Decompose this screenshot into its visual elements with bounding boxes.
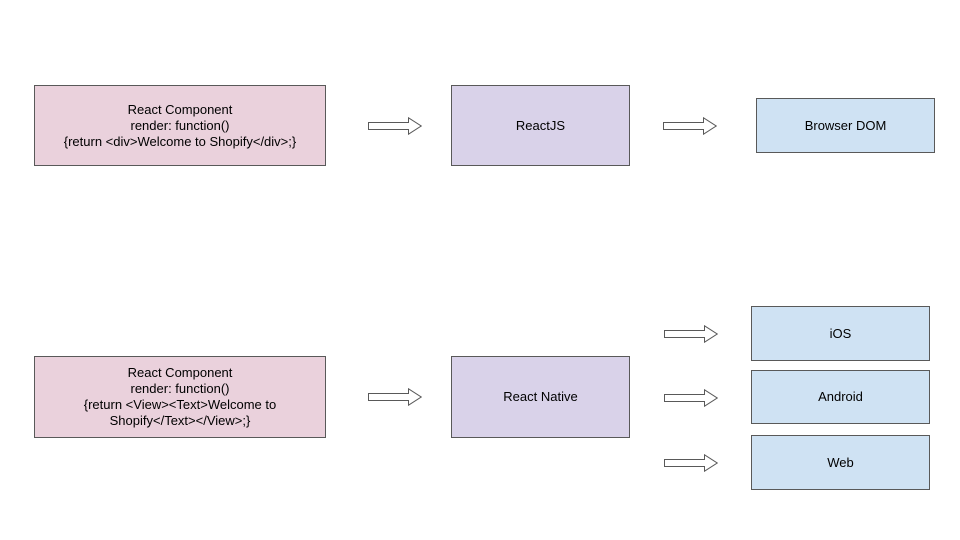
right-arrow-icon xyxy=(664,389,718,407)
component-line: React Component xyxy=(127,365,233,380)
android-box: Android xyxy=(751,370,930,424)
react-component-code-web: React Component render: function() {retu… xyxy=(64,102,296,150)
react-native-box: React Native xyxy=(451,356,630,438)
target-label: Browser DOM xyxy=(804,117,887,133)
right-arrow-icon xyxy=(663,117,717,135)
react-component-code-native: React Component render: function() {retu… xyxy=(84,365,276,429)
react-component-box-web: React Component render: function() {retu… xyxy=(34,85,326,166)
component-line: render: function() xyxy=(130,381,230,396)
component-line: {return <View><Text>Welcome to xyxy=(83,397,277,412)
react-component-box-native: React Component render: function() {retu… xyxy=(34,356,326,438)
target-label: Android xyxy=(818,389,863,404)
target-label: iOS xyxy=(829,325,852,341)
component-line: render: function() xyxy=(130,117,230,133)
right-arrow-icon xyxy=(368,388,422,406)
component-line: Shopify</Text></View>;} xyxy=(109,413,251,428)
reactjs-box: ReactJS xyxy=(451,85,630,166)
renderer-label: ReactJS xyxy=(515,117,566,133)
right-arrow-icon xyxy=(664,454,718,472)
component-line: {return <div>Welcome to Shopify</div>;} xyxy=(63,133,297,149)
web-box: Web xyxy=(751,435,930,490)
target-label: Web xyxy=(827,454,854,470)
browser-dom-box: Browser DOM xyxy=(756,98,935,153)
component-line: React Component xyxy=(127,101,233,117)
renderer-label: React Native xyxy=(503,389,578,404)
right-arrow-icon xyxy=(368,117,422,135)
right-arrow-icon xyxy=(664,325,718,343)
ios-box: iOS xyxy=(751,306,930,361)
